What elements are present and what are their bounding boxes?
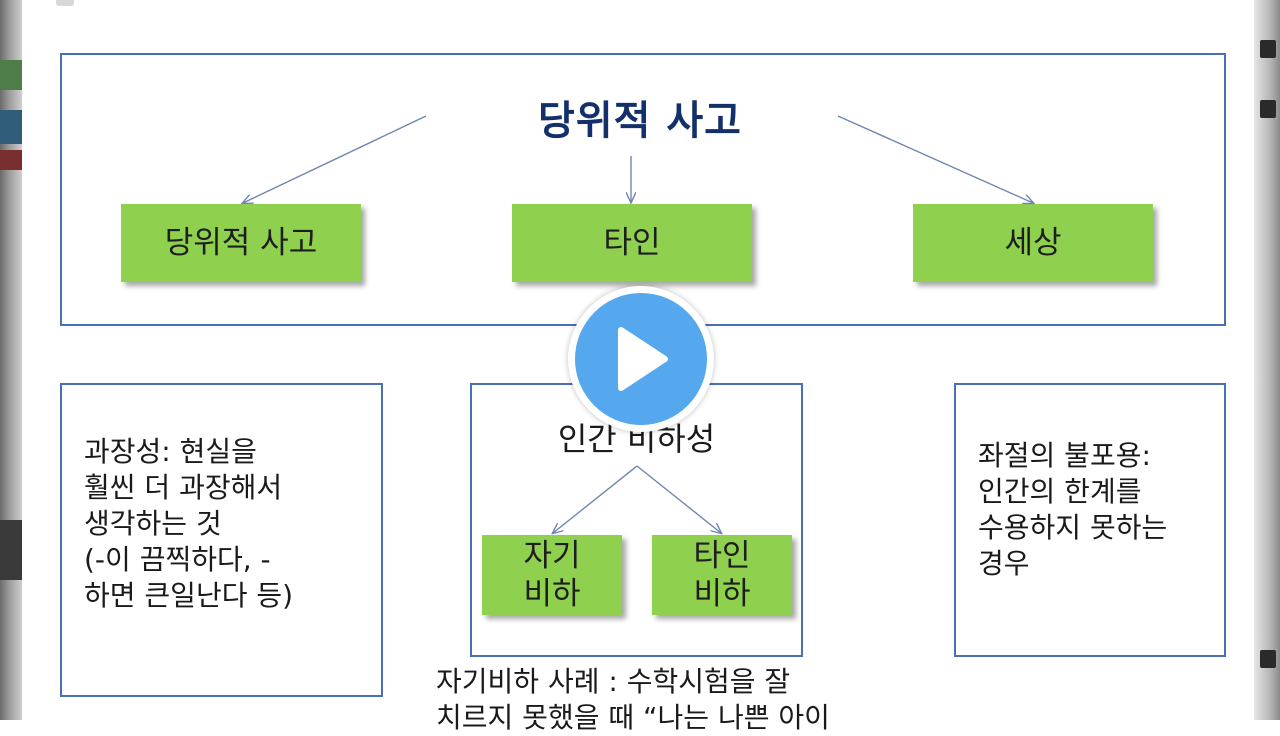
self-devaluation-box: 자기 비하 (482, 535, 622, 615)
arrow-to-self (243, 115, 427, 203)
edge-strip (0, 60, 22, 90)
exaggeration-text: 과장성: 현실을 훨씬 더 과장해서 생각하는 것 (-이 끔찍하다, - 하면… (84, 435, 294, 612)
video-left-edge (0, 0, 22, 720)
edge-mark (1260, 100, 1276, 118)
diagram-title: 당위적 사고 (538, 98, 742, 144)
edge-strip (0, 520, 22, 580)
left-box (60, 383, 383, 697)
right-box (954, 383, 1226, 657)
play-button[interactable] (568, 286, 714, 432)
play-icon (618, 327, 668, 391)
edge-strip (0, 150, 22, 170)
example-note-line1: 자기비하 사례 : 수학시험을 잘 (436, 665, 791, 698)
top-mark (56, 0, 74, 6)
arrow-to-others-devaluation (636, 465, 721, 533)
frustration-intolerance-text: 좌절의 불포용: 인간의 한계를 수용하지 못하는 경우 (978, 439, 1168, 580)
arrow-to-world (837, 115, 1033, 203)
play-button-circle[interactable] (575, 293, 707, 425)
video-right-edge (1254, 0, 1280, 720)
target-box-world: 세상 (913, 204, 1153, 282)
arrow-to-self-devaluation (553, 465, 638, 533)
edge-mark (1260, 650, 1276, 668)
target-box-self: 당위적 사고 (121, 204, 361, 282)
edge-strip (0, 110, 22, 144)
others-devaluation-box: 타인 비하 (652, 535, 792, 615)
target-box-others: 타인 (512, 204, 752, 282)
connector-arrows (0, 115, 1280, 720)
edge-mark (1260, 40, 1276, 58)
